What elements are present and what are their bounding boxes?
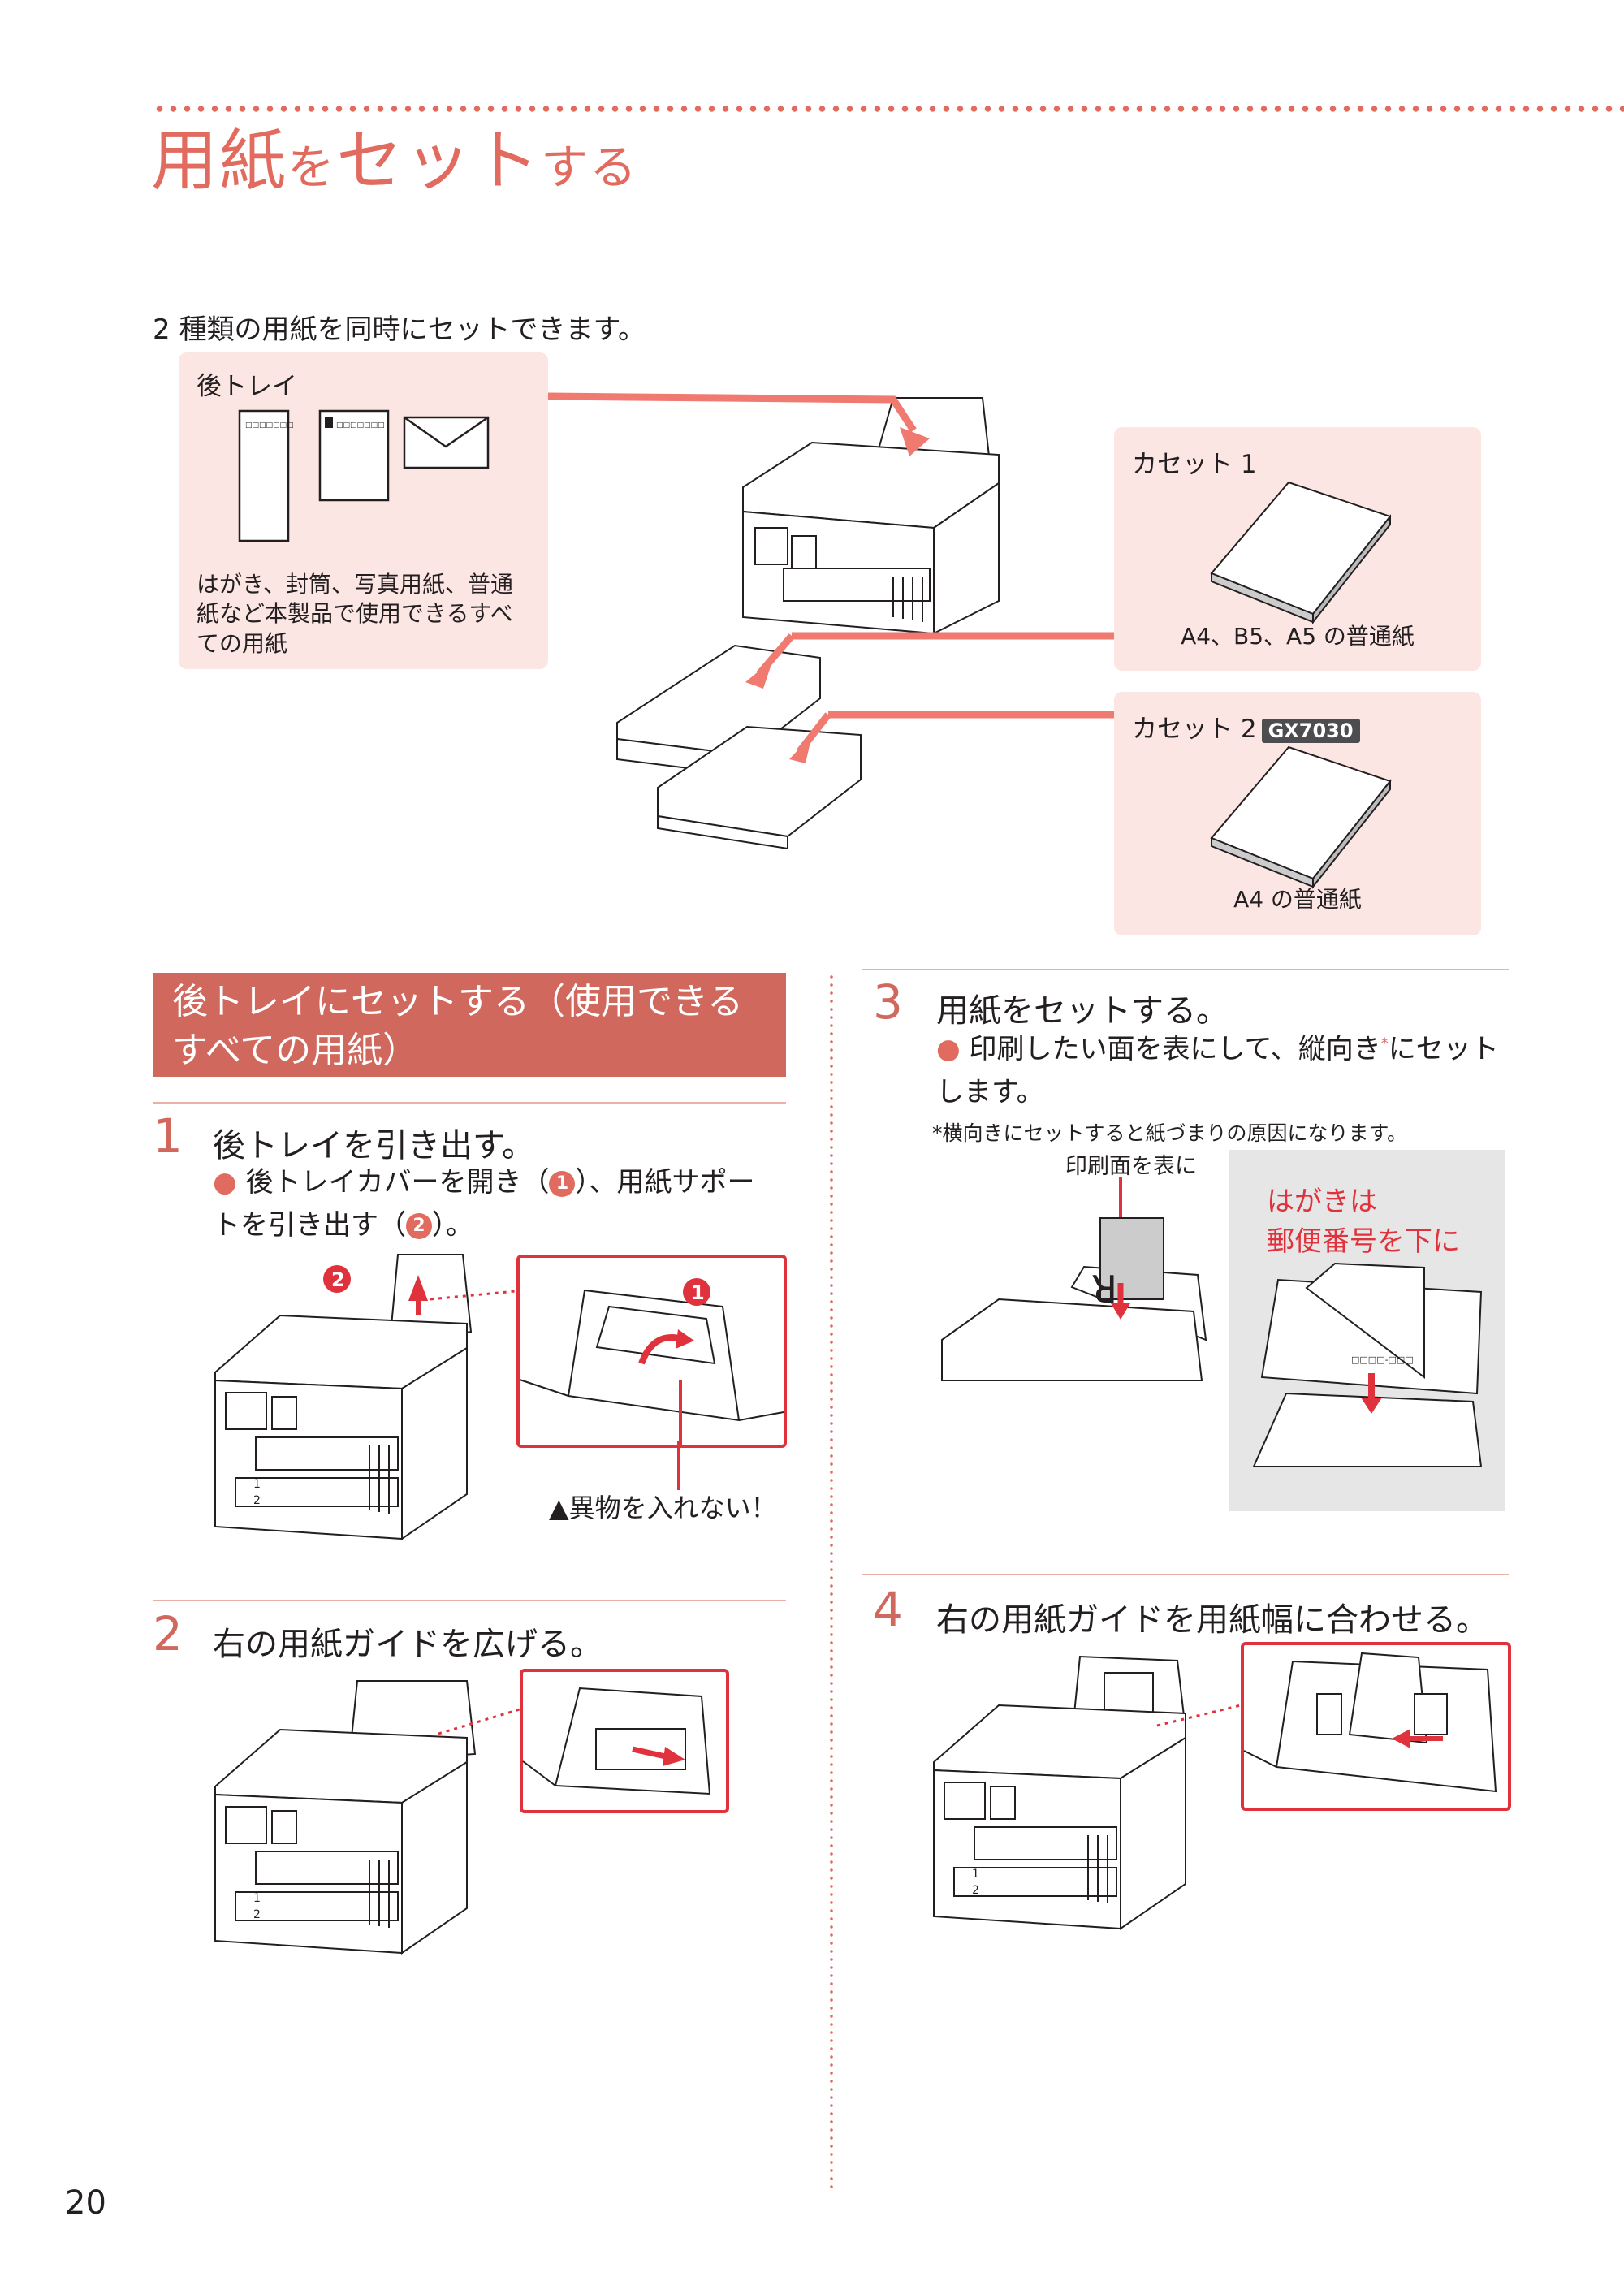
page-title: 用紙をセットする bbox=[151, 123, 639, 200]
step1-zoom-panel: 1 bbox=[516, 1255, 787, 1448]
svg-text:□□□□-□□□: □□□□-□□□ bbox=[1351, 1354, 1414, 1365]
svg-text:R: R bbox=[1091, 1266, 1117, 1310]
step1-rule bbox=[153, 1102, 786, 1104]
print-side-label: 印刷面を表に bbox=[1065, 1154, 1197, 1179]
cassette1-paper: A4、B5、A5 の普通紙 bbox=[1181, 623, 1415, 650]
warning-icon: ▲ bbox=[549, 1493, 569, 1523]
rear-tray-label: 後トレイ bbox=[197, 372, 297, 401]
svg-text:2: 2 bbox=[972, 1884, 979, 1897]
step4-printer-illustration: 12 bbox=[933, 1655, 1242, 1930]
circle-number-1: 1 bbox=[549, 1170, 576, 1197]
svg-text:□□□□□□□: □□□□□□□ bbox=[336, 421, 385, 430]
cassette1-box: カセット 1 A4、B5、A5 の普通紙 bbox=[1114, 427, 1481, 671]
step4-zoom-panel bbox=[1241, 1642, 1511, 1811]
step2-printer-illustration: 12 bbox=[214, 1680, 520, 1955]
step4-rule bbox=[862, 1574, 1509, 1575]
page-number: 20 bbox=[65, 2184, 106, 2222]
envelope-icon bbox=[403, 416, 490, 469]
step4-number: 4 bbox=[873, 1582, 903, 1637]
long-envelope-icon: □□□□□□□ bbox=[238, 409, 294, 542]
column-divider bbox=[830, 973, 833, 2191]
postcard-note: はがきは郵便番号を下に bbox=[1267, 1186, 1460, 1259]
step2-rule bbox=[153, 1600, 786, 1601]
svg-text:2: 2 bbox=[253, 1908, 261, 1921]
printer-overview-illustration bbox=[547, 392, 1114, 850]
model-badge: GX7030 bbox=[1261, 718, 1360, 743]
step3-footnote: *横向きにセットすると紙づまりの原因になります。 bbox=[932, 1121, 1408, 1145]
cassette2-paper: A4 の普通紙 bbox=[1233, 886, 1362, 913]
step2-title: 右の用紙ガイドを広げる。 bbox=[213, 1626, 603, 1663]
plain-paper-stack-icon-2 bbox=[1210, 745, 1392, 889]
step2-number: 2 bbox=[153, 1606, 183, 1661]
plain-paper-stack-icon bbox=[1210, 481, 1392, 624]
step3-title: 用紙をセットする。 bbox=[936, 992, 1229, 1030]
step1-number: 1 bbox=[153, 1108, 183, 1164]
postcard-note-panel: はがきは郵便番号を下に □□□□-□□□ bbox=[1229, 1150, 1505, 1511]
step2-zoom-panel bbox=[520, 1669, 729, 1813]
svg-text:1: 1 bbox=[253, 1892, 261, 1905]
svg-text:2: 2 bbox=[253, 1494, 261, 1507]
step3-bullet: ● 印刷したい面を表にして、縦向き*にセットします。 bbox=[936, 1033, 1499, 1108]
postcard-icon: □□□□□□□ bbox=[318, 409, 390, 502]
svg-text:2: 2 bbox=[331, 1268, 345, 1291]
cassette1-label: カセット 1 bbox=[1132, 450, 1257, 479]
section-heading: 後トレイにセットする（使用できるすべての用紙） bbox=[153, 973, 786, 1077]
step3-number: 3 bbox=[873, 974, 903, 1030]
svg-text:1: 1 bbox=[972, 1868, 979, 1881]
warning-note: ▲異物を入れない！ bbox=[549, 1493, 777, 1523]
rear-tray-description: はがき、封筒、写真用紙、普通紙など本製品で使用できるすべての用紙 bbox=[197, 571, 514, 657]
svg-text:1: 1 bbox=[691, 1281, 705, 1304]
svg-text:1: 1 bbox=[253, 1478, 261, 1491]
intro-text: 2 種類の用紙を同時にセットできます。 bbox=[153, 313, 646, 346]
step3-rule bbox=[862, 969, 1509, 970]
step3-paper-loading-illustration: R bbox=[941, 1177, 1207, 1381]
svg-text:□□□□□□□: □□□□□□□ bbox=[245, 421, 294, 430]
circle-number-2: 2 bbox=[406, 1213, 432, 1240]
rear-tray-box: 後トレイ □□□□□□□ □□□□□□□ はがき、封筒、写真用紙、普通紙など本製… bbox=[179, 352, 548, 669]
step1-bullet: ● 後トレイカバーを開き（1）、用紙サポートを引き出す（2）。 bbox=[213, 1166, 755, 1242]
step1-printer-illustration: 1 2 2 bbox=[214, 1254, 516, 1540]
step4-title: 右の用紙ガイドを用紙幅に合わせる。 bbox=[936, 1601, 1488, 1639]
postcard-loading-illustration: □□□□-□□□ bbox=[1252, 1262, 1483, 1467]
step1-title: 後トレイを引き出す。 bbox=[213, 1127, 534, 1164]
warning-pointer-line bbox=[677, 1441, 680, 1490]
paper-types-icons: □□□□□□□ □□□□□□□ bbox=[238, 409, 490, 542]
header-dotted-rule bbox=[153, 106, 1624, 112]
